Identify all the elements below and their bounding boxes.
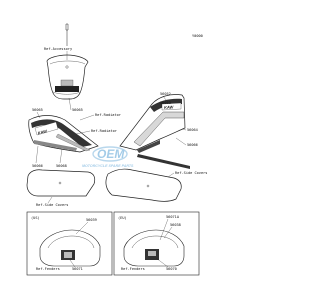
part-56070: 56070 <box>166 267 177 271</box>
ref-fenders-2: Ref.Fenders <box>121 267 145 271</box>
svg-text:KAW: KAW <box>164 104 175 110</box>
leader <box>167 172 175 178</box>
leader <box>175 137 187 146</box>
parts-diagram: Y0000 Ref.Accessory 56065 KAW 56052 5605… <box>26 23 207 276</box>
inset-eu: (EU) 56071A 56038 56070 Ref.Fenders <box>113 211 200 276</box>
part-56038: 56038 <box>170 223 181 227</box>
left-side-cover-decal <box>26 169 96 197</box>
watermark-oem: OEM <box>97 147 125 161</box>
leader <box>159 218 169 241</box>
leader <box>155 257 169 268</box>
ref-radiator-2: Ref.Radiator <box>91 129 118 133</box>
ref-fenders-1: Ref.Fenders <box>36 267 60 271</box>
leader <box>75 130 91 135</box>
leader <box>163 226 173 239</box>
leader <box>69 259 76 268</box>
part-56064: 56064 <box>187 128 198 132</box>
part-56071a: 56071A <box>166 215 180 219</box>
rear-fender-us <box>39 229 101 267</box>
inset-us-title: (US) <box>31 216 40 220</box>
leader <box>162 95 167 101</box>
inset-eu-title: (EU) <box>118 216 127 220</box>
right-shroud-decal: KAW <box>119 94 186 153</box>
watermark-sub: MOTORCYCLE SPARE PARTS <box>82 164 134 168</box>
ref-radiator-1: Ref.Radiator <box>95 113 122 117</box>
front-number-plate <box>46 54 89 100</box>
leader <box>181 128 187 131</box>
leader <box>47 196 53 204</box>
part-56066: 56066 <box>32 164 43 168</box>
part-56066-right: 56066 <box>187 143 198 147</box>
part-56039: 56039 <box>86 218 97 222</box>
part-56068: 56068 <box>56 164 67 168</box>
right-side-cover-decal <box>105 168 182 202</box>
part-56052: 56052 <box>160 92 171 96</box>
part-56065b: 56065 <box>32 108 43 112</box>
part-56065: 56065 <box>72 108 83 112</box>
rear-fender-eu <box>123 229 185 267</box>
diagram-code: Y0000 <box>192 34 203 38</box>
svg-text:KAW: KAW <box>37 128 48 135</box>
leader <box>75 221 89 235</box>
ref-side-covers-2: Ref.Side Covers <box>36 203 68 207</box>
watermark: OEM MOTORCYCLE SPARE PARTS <box>82 146 134 168</box>
leader <box>79 114 95 121</box>
leader <box>59 148 63 164</box>
inset-us: (US) 56039 56071 Ref.Fenders <box>26 211 113 276</box>
leader <box>68 97 72 111</box>
accessory-part <box>65 23 69 31</box>
ref-accessory: Ref.Accessory <box>44 47 73 51</box>
part-56053: 56053 <box>160 101 171 105</box>
leader <box>35 145 39 164</box>
leader <box>36 111 41 119</box>
part-56071: 56071 <box>72 267 83 271</box>
side-stripe-decal <box>137 154 190 169</box>
ref-side-covers-1: Ref.Side Covers <box>175 171 207 175</box>
left-shroud-decal: KAW <box>28 115 99 153</box>
